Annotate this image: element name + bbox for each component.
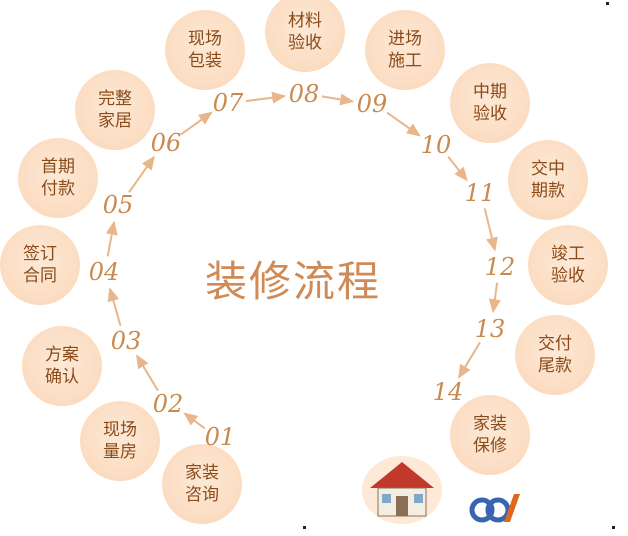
step-10-circle[interactable]: 中期 验收 <box>450 63 530 143</box>
step-07-circle[interactable]: 现场 包装 <box>165 10 245 90</box>
step-12-circle[interactable]: 竣工 验收 <box>528 225 608 305</box>
step-05-circle[interactable]: 首期 付款 <box>18 138 98 218</box>
house-icon <box>362 456 442 524</box>
flow-arrow <box>107 287 122 327</box>
flow-arrow <box>245 91 287 104</box>
step-06-number: 06 <box>150 129 182 157</box>
flow-arrow <box>180 111 213 136</box>
step-13-number: 13 <box>474 315 506 343</box>
step-04-number: 04 <box>88 258 120 286</box>
step-06-circle[interactable]: 完整 家居 <box>75 70 155 150</box>
step-11-number: 11 <box>464 179 496 207</box>
step-13-circle[interactable]: 交付 尾款 <box>515 315 595 395</box>
corner-dot <box>303 526 306 529</box>
corner-dot <box>612 526 615 529</box>
step-03-circle[interactable]: 方案 确认 <box>22 326 102 406</box>
corner-dot <box>606 2 609 5</box>
step-01-number: 01 <box>204 423 236 451</box>
step-09-circle[interactable]: 进场 施工 <box>365 10 445 90</box>
step-02-circle[interactable]: 现场 量房 <box>80 401 160 481</box>
flow-arrow <box>128 155 155 193</box>
step-05-number: 05 <box>102 191 134 219</box>
flow-arrow <box>105 220 118 257</box>
step-09-number: 09 <box>356 90 388 118</box>
step-07-number: 07 <box>212 89 244 117</box>
step-12-number: 12 <box>484 253 516 281</box>
step-02-number: 02 <box>152 390 184 418</box>
step-14-number: 14 <box>432 378 464 406</box>
step-11-circle[interactable]: 交中 期款 <box>508 140 588 220</box>
step-01-circle[interactable]: 家装 咨询 <box>162 444 242 524</box>
step-14-circle[interactable]: 家装 保修 <box>450 395 530 475</box>
flow-arrow <box>183 412 206 430</box>
step-10-number: 10 <box>420 131 452 159</box>
logo-icon <box>469 494 520 523</box>
page-title: 装修流程 <box>205 257 382 306</box>
flow-arrow <box>483 208 498 252</box>
step-08-circle[interactable]: 材料 验收 <box>265 0 345 72</box>
flow-arrow <box>447 156 468 182</box>
flow-arrow <box>321 93 355 106</box>
step-08-number: 08 <box>288 80 320 108</box>
flow-arrow <box>136 354 159 392</box>
flow-arrow <box>386 111 421 137</box>
step-03-number: 03 <box>110 327 142 355</box>
step-04-circle[interactable]: 签订 合同 <box>0 225 80 305</box>
flow-arrow <box>488 282 501 314</box>
flow-arrow <box>458 341 481 379</box>
